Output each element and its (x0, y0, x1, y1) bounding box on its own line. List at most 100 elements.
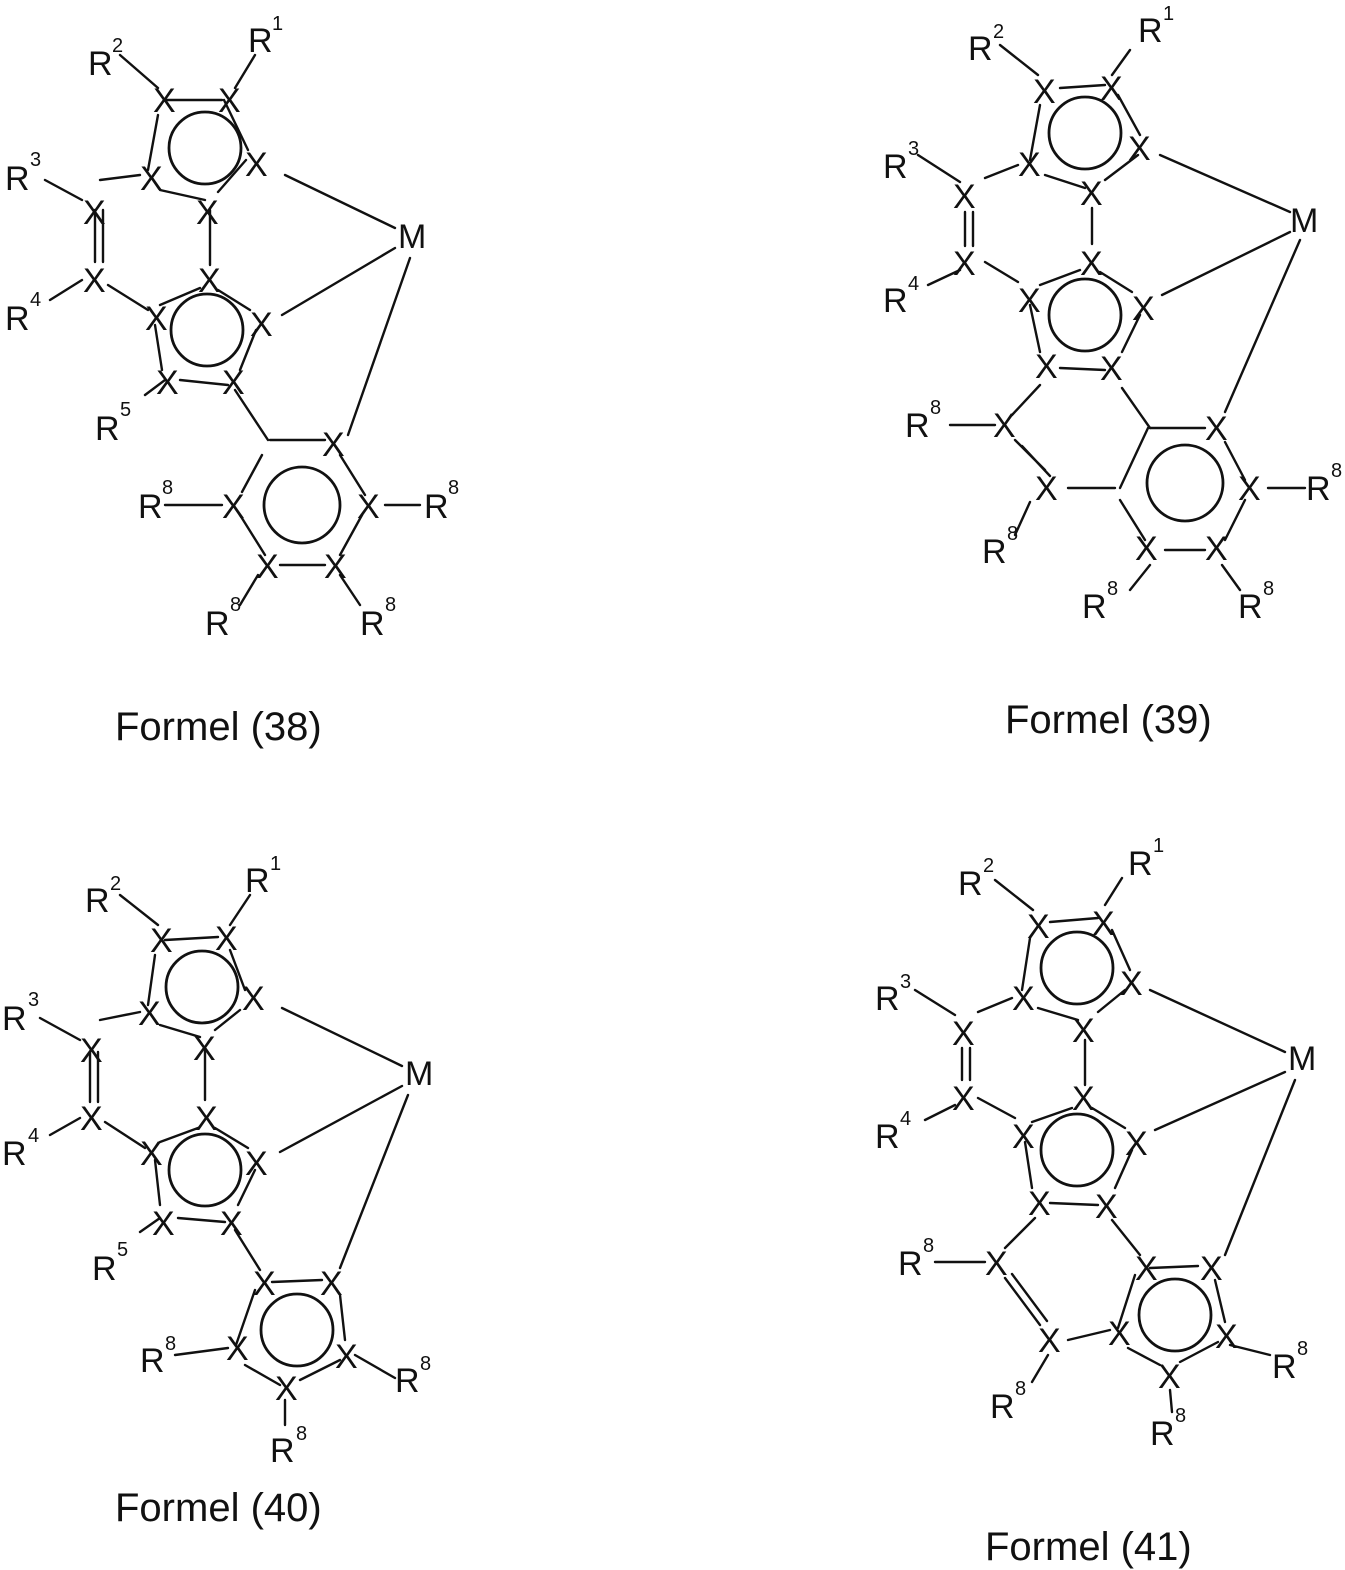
substituent-r1: R (248, 22, 273, 60)
ring-atom-x: X (1012, 1118, 1035, 1156)
ring-atom-x: X (140, 160, 163, 198)
substituent-r8: R (1272, 1348, 1297, 1386)
formula-caption-38: Formel (38) (115, 705, 322, 750)
substituent-r8-index: 8 (1015, 1378, 1026, 1400)
substituent-r3-index: 3 (908, 138, 919, 160)
substituent-r8: R (898, 1245, 923, 1283)
substituent-r2: R (968, 30, 993, 68)
ring-atom-x: X (1038, 1322, 1061, 1360)
substituent-r1-index: 1 (1163, 3, 1174, 25)
ring-atom-x: X (1108, 1315, 1131, 1353)
ring-atom-x: X (193, 1030, 216, 1068)
ring-atom-x: X (156, 364, 179, 402)
substituent-r8: R (905, 407, 930, 445)
metal-atom-m: M (398, 218, 426, 256)
ring-atom-x: X (222, 488, 245, 526)
ring-atom-x: X (1018, 282, 1041, 320)
aromatic-ring-circle (1147, 445, 1223, 521)
substituent-r8-index: 8 (296, 1423, 307, 1445)
aromatic-ring-circle (169, 112, 241, 184)
ring-atom-x: X (1128, 130, 1151, 168)
structure-formel-41: X X X X X X X X X X X X X X X X X X X M … (875, 835, 1316, 1453)
ring-atom-x: X (1027, 908, 1050, 946)
metal-atom-m: M (1288, 1040, 1316, 1078)
structure-formel-39: X X X X X X X X X X X X X X X X X X M R … (883, 3, 1342, 626)
ring-atom-x: X (1035, 470, 1058, 508)
ring-atom-x: X (140, 1135, 163, 1173)
aromatic-ring-circle (169, 1134, 241, 1206)
ring-atom-x: X (1238, 470, 1261, 508)
ring-atom-x: X (952, 1015, 975, 1053)
ring-atom-x: X (1135, 530, 1158, 568)
ring-atom-x: X (1125, 1125, 1148, 1163)
structure-formel-38: X X X X X X X X X X X X X X X X X M R 2 … (5, 13, 459, 643)
ring-atom-x: X (250, 306, 273, 344)
substituent-r1-index: 1 (270, 853, 281, 875)
ring-atom-x: X (138, 995, 161, 1033)
substituent-r3: R (883, 148, 908, 186)
ring-atom-x: X (1200, 1250, 1223, 1288)
ring-atom-x: X (985, 1245, 1008, 1283)
aromatic-ring-circle (1049, 279, 1121, 351)
substituent-r3-index: 3 (30, 149, 41, 171)
substituent-r8: R (990, 1388, 1015, 1426)
formula-caption-39: Formel (39) (1005, 698, 1212, 743)
substituent-r4-index: 4 (30, 289, 41, 311)
ring-atom-x: X (1072, 1080, 1095, 1118)
ring-atom-x: X (953, 245, 976, 283)
substituent-r8: R (1082, 588, 1107, 626)
substituent-r8-index: 8 (420, 1353, 431, 1375)
ring-atom-x: X (245, 146, 268, 184)
substituent-bonds (918, 45, 1305, 590)
formula-caption-40: Formel (40) (115, 1486, 322, 1531)
ring-atom-x: X (322, 426, 345, 464)
aromatic-ring-circle (166, 951, 238, 1023)
ring-atom-x: X (1028, 1185, 1051, 1223)
substituent-r5-index: 5 (120, 399, 131, 421)
substituent-r8-index: 8 (1331, 460, 1342, 482)
ring-atom-x: X (196, 194, 219, 232)
ring-atom-x: X (1018, 146, 1041, 184)
substituent-r8-index: 8 (923, 1235, 934, 1257)
connector-bonds (90, 1008, 408, 1270)
substituent-r8: R (1306, 470, 1331, 508)
substituent-r1: R (245, 862, 270, 900)
formula-caption-41: Formel (41) (985, 1525, 1192, 1570)
ring-atom-x: X (226, 1330, 249, 1368)
ring-bonds (240, 440, 365, 565)
ring-atom-x: X (1035, 348, 1058, 386)
ring-atom-x: X (993, 407, 1016, 445)
ring-atom-x: X (150, 922, 173, 960)
ring-atom-x: X (83, 194, 106, 232)
ring-atom-x: X (357, 488, 380, 526)
substituent-r4: R (875, 1118, 900, 1156)
ring-atom-x: X (80, 1032, 103, 1070)
substituent-r1: R (1128, 845, 1153, 883)
aromatic-ring-circle (261, 1294, 333, 1366)
ring-atom-x: X (1092, 905, 1115, 943)
ring-atom-x: X (1158, 1358, 1181, 1396)
structure-formel-40: X X X X X X X X X X X X X X X X X M R 2 … (2, 853, 433, 1470)
substituent-r8: R (140, 1342, 165, 1380)
ring-atom-x: X (195, 1100, 218, 1138)
ring-atom-x: X (153, 82, 176, 120)
ring-atom-x: X (215, 920, 238, 958)
ring-atom-x: X (222, 364, 245, 402)
ring-atom-x: X (1120, 965, 1143, 1003)
ring-atom-x: X (1100, 350, 1123, 388)
ring-atom-x: X (952, 1080, 975, 1118)
substituent-r2: R (88, 45, 113, 83)
substituent-r8-index: 8 (1263, 578, 1274, 600)
substituent-r3: R (875, 980, 900, 1018)
ring-atom-x: X (253, 1265, 276, 1303)
substituent-r1-index: 1 (272, 13, 283, 35)
substituent-r3-index: 3 (28, 989, 39, 1011)
ring-atom-x: X (1205, 530, 1228, 568)
ring-atom-x: X (1100, 70, 1123, 108)
ring-atom-x: X (220, 1205, 243, 1243)
substituent-r2-index: 2 (112, 35, 123, 57)
substituent-r3: R (5, 160, 30, 198)
substituent-r4-index: 4 (908, 273, 919, 295)
ring-atom-x: X (1080, 175, 1103, 213)
